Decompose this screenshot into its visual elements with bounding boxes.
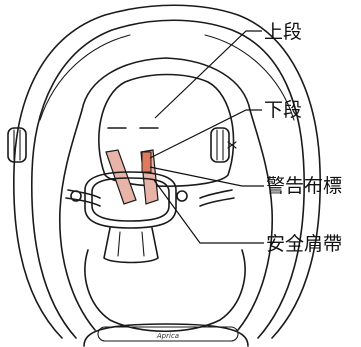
- warning-tag: [141, 151, 152, 173]
- leader-shoulder-belt: [153, 179, 264, 244]
- callout-labels: 上段 下段 警告布標 安全肩帶: [264, 21, 342, 255]
- seat-shell: [13, 4, 321, 339]
- leader-upper: [154, 30, 262, 119]
- left-shoulder-belt: [105, 149, 137, 205]
- label-warning: 警告布標: [266, 175, 342, 197]
- leg-area: [84, 249, 246, 332]
- seat-cushion: [58, 57, 274, 331]
- head-pad: [98, 73, 235, 188]
- brand-logo: Aprica: [156, 332, 179, 340]
- side-knobs: [7, 127, 237, 163]
- harness-buckle-shield: [84, 171, 177, 229]
- label-upper: 上段: [264, 21, 302, 43]
- label-shoulder-belt: 安全肩帶: [266, 233, 342, 255]
- leader-lines: [149, 30, 264, 244]
- seat-base: Aprica: [83, 323, 249, 347]
- crotch-strap: [103, 227, 159, 264]
- label-lower: 下段: [264, 99, 302, 121]
- leader-lower: [149, 109, 262, 159]
- leader-warning: [149, 166, 264, 187]
- shoulder-belts: [105, 149, 159, 205]
